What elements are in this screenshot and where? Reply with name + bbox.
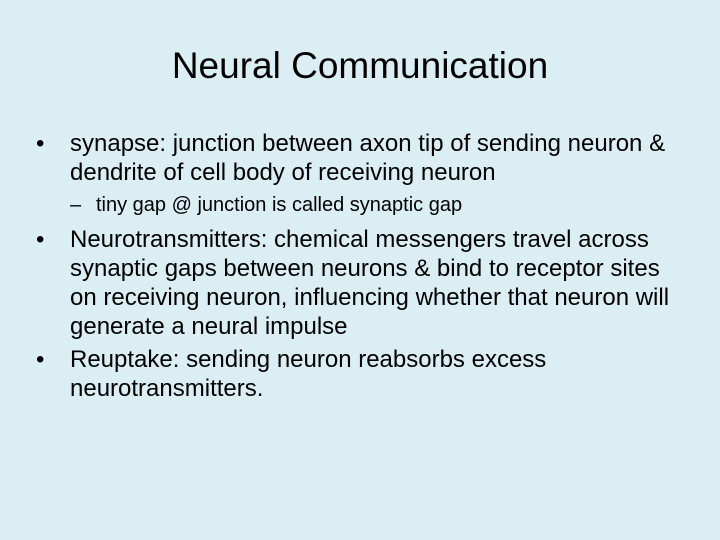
bullet-neurotransmitters: • Neurotransmitters: chemical messengers… — [36, 225, 686, 341]
bullet-marker: • — [36, 130, 45, 157]
bullet-synapse: • synapse: junction between axon tip of … — [36, 129, 686, 187]
bullet-marker: • — [36, 226, 45, 253]
bullet-text: synapse: junction between axon tip of se… — [70, 130, 666, 186]
sub-bullet-text: tiny gap @ junction is called synaptic g… — [96, 194, 463, 216]
bullet-marker: • — [36, 346, 45, 373]
bullet-text: Reuptake: sending neuron reabsorbs exces… — [70, 346, 547, 402]
bullet-text: Neurotransmitters: chemical messengers t… — [70, 226, 670, 340]
slide-title: Neural Communication — [171, 45, 549, 86]
sub-bullet-marker: – — [70, 194, 82, 216]
slide-content: • synapse: junction between axon tip of … — [36, 124, 686, 403]
sub-bullet-synaptic-gap: – tiny gap @ junction is called synaptic… — [36, 192, 686, 218]
bullet-reuptake: • Reuptake: sending neuron reabsorbs exc… — [36, 345, 686, 403]
